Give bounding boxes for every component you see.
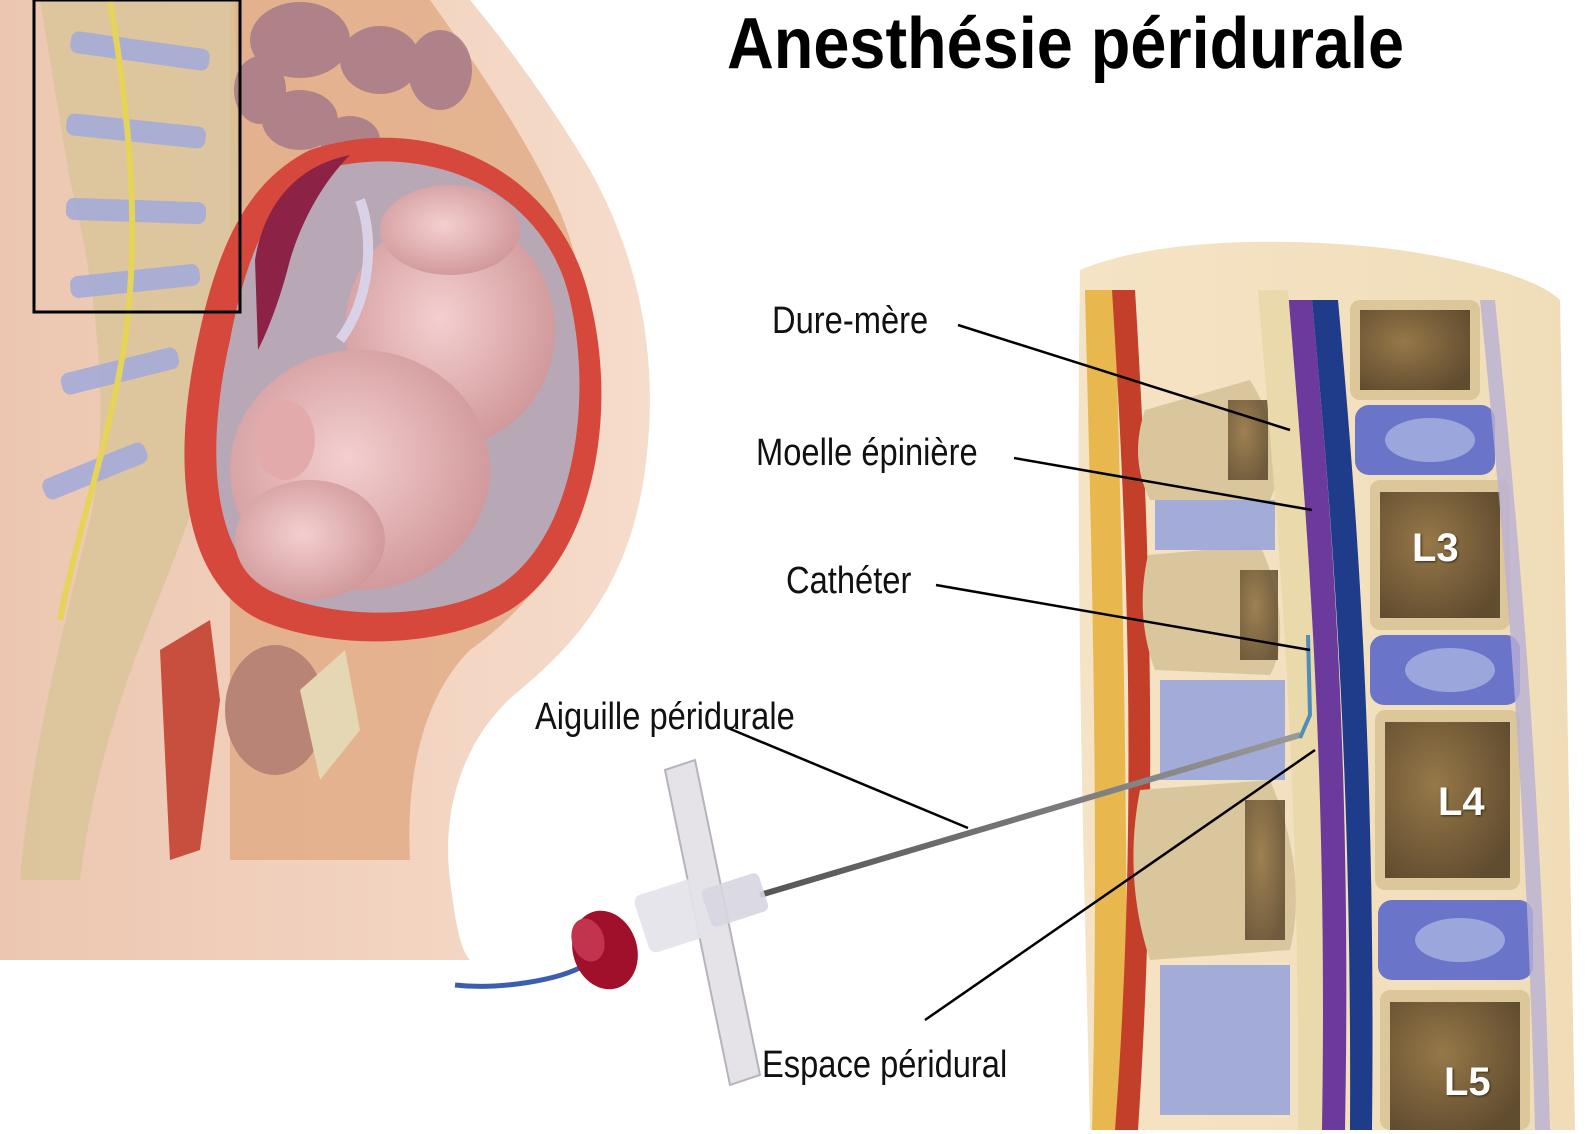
vertebra-label-l4: L4 bbox=[1438, 782, 1485, 822]
leader-epidural-needle bbox=[728, 728, 968, 828]
catheter-tube bbox=[455, 965, 585, 986]
label-epidural-space: Espace péridural bbox=[762, 1046, 1007, 1084]
vertebra-label-l5: L5 bbox=[1444, 1062, 1491, 1102]
spinous-processes bbox=[1133, 380, 1296, 960]
label-epidural-needle: Aiguille péridurale bbox=[535, 698, 795, 736]
diagram-title: Anesthésie péridurale bbox=[727, 8, 1404, 80]
vertebra-label-l3: L3 bbox=[1412, 528, 1459, 568]
label-dura-mater: Dure-mère bbox=[772, 302, 928, 340]
spine-detail bbox=[1079, 242, 1575, 1130]
label-spinal-cord: Moelle épinière bbox=[756, 434, 978, 472]
body-cross-section bbox=[0, 0, 650, 960]
label-catheter: Cathéter bbox=[786, 562, 911, 600]
